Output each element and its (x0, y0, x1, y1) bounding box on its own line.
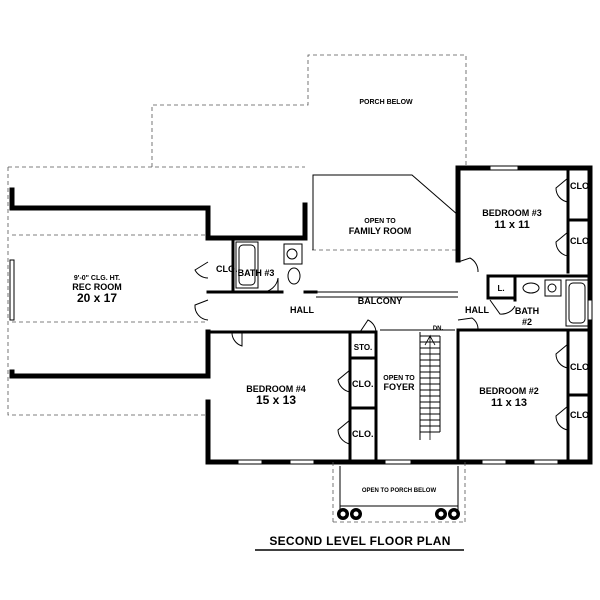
door-swing (194, 299, 209, 321)
sink (547, 283, 557, 293)
rec-room-name: REC ROOM (72, 282, 122, 292)
door-swing (555, 343, 569, 369)
stair-direction-arrow (424, 334, 436, 440)
window (489, 165, 519, 171)
window (9, 259, 15, 321)
rec-room-ceiling: 9'-0" CLG. HT. (74, 275, 120, 282)
porch-below-label: PORCH BELOW (359, 99, 413, 106)
open-to-family-label: OPEN TO (364, 218, 396, 225)
window (481, 459, 507, 465)
closet-label: CLO. (216, 264, 238, 274)
window (533, 459, 559, 465)
closet-label: CLO. (352, 379, 374, 389)
closet-label: CLO. (570, 236, 592, 246)
door-swing (457, 257, 479, 273)
door-swing (359, 319, 377, 333)
bath2-number: #2 (522, 317, 532, 327)
bedroom3-name: BEDROOM #3 (482, 208, 542, 218)
bedroom2-name: BEDROOM #2 (479, 386, 539, 396)
exterior-wall-bath3 (205, 202, 308, 241)
front-porch (332, 462, 466, 523)
door-swing (457, 317, 479, 331)
closet-label: CLO. (570, 181, 592, 191)
bedroom4-name: BEDROOM #4 (246, 384, 306, 394)
hall-label: HALL (465, 305, 489, 315)
closet-label: CLO. (570, 410, 592, 420)
bathtub (565, 279, 589, 327)
window (237, 459, 263, 465)
porch-outline (151, 54, 467, 167)
open-to-porch-below-label: OPEN TO PORCH BELOW (362, 488, 437, 494)
bedroom4-size: 15 x 13 (256, 393, 296, 407)
storage-label: STO. (354, 343, 373, 352)
stair-down-label: DN. (433, 326, 444, 332)
door-swing (337, 419, 351, 445)
bedroom3-size: 11 x 11 (494, 219, 530, 231)
bathtub (235, 241, 259, 289)
rec-room-size: 20 x 17 (77, 291, 117, 305)
window (384, 459, 412, 465)
open-to-foyer-line1: OPEN TO (383, 375, 415, 382)
door-swing (261, 277, 279, 293)
exterior-wall-left-rec (9, 187, 211, 241)
door-swing (194, 261, 209, 279)
family-room-label: FAMILY ROOM (349, 226, 412, 236)
open-to-foyer-line2: FOYER (383, 382, 415, 392)
bath2-name: BATH (515, 306, 539, 316)
window (587, 299, 593, 321)
linen-label: L. (497, 284, 504, 293)
door-swing (555, 231, 569, 257)
toilet (522, 282, 540, 294)
door-swing (489, 299, 516, 315)
door-swing (555, 177, 569, 203)
balcony-label: BALCONY (358, 296, 403, 306)
door-swing (231, 331, 243, 347)
sink (286, 248, 298, 260)
vanity (283, 243, 303, 265)
porch-column-caps (340, 511, 457, 517)
bathtub-inner (568, 282, 586, 324)
vanity (544, 279, 562, 297)
hall-label: HALL (290, 305, 314, 315)
bedroom2-size: 11 x 13 (491, 397, 527, 409)
exterior-wall-bed3 (455, 165, 593, 279)
bath3-label: BATH #3 (238, 268, 275, 278)
family-room-open-outline (312, 174, 459, 250)
closet-label: CLO. (570, 362, 592, 372)
bathtub-inner (238, 244, 256, 286)
door-swing (555, 405, 569, 431)
window (289, 459, 315, 465)
exterior-wall-rec-bottom (9, 329, 211, 379)
toilet (287, 267, 301, 285)
plan-title: SECOND LEVEL FLOOR PLAN (269, 534, 450, 548)
closet-label: CLO. (352, 429, 374, 439)
staircase (420, 334, 441, 440)
exterior-wall-bottom (205, 399, 463, 465)
door-swing (337, 369, 351, 393)
